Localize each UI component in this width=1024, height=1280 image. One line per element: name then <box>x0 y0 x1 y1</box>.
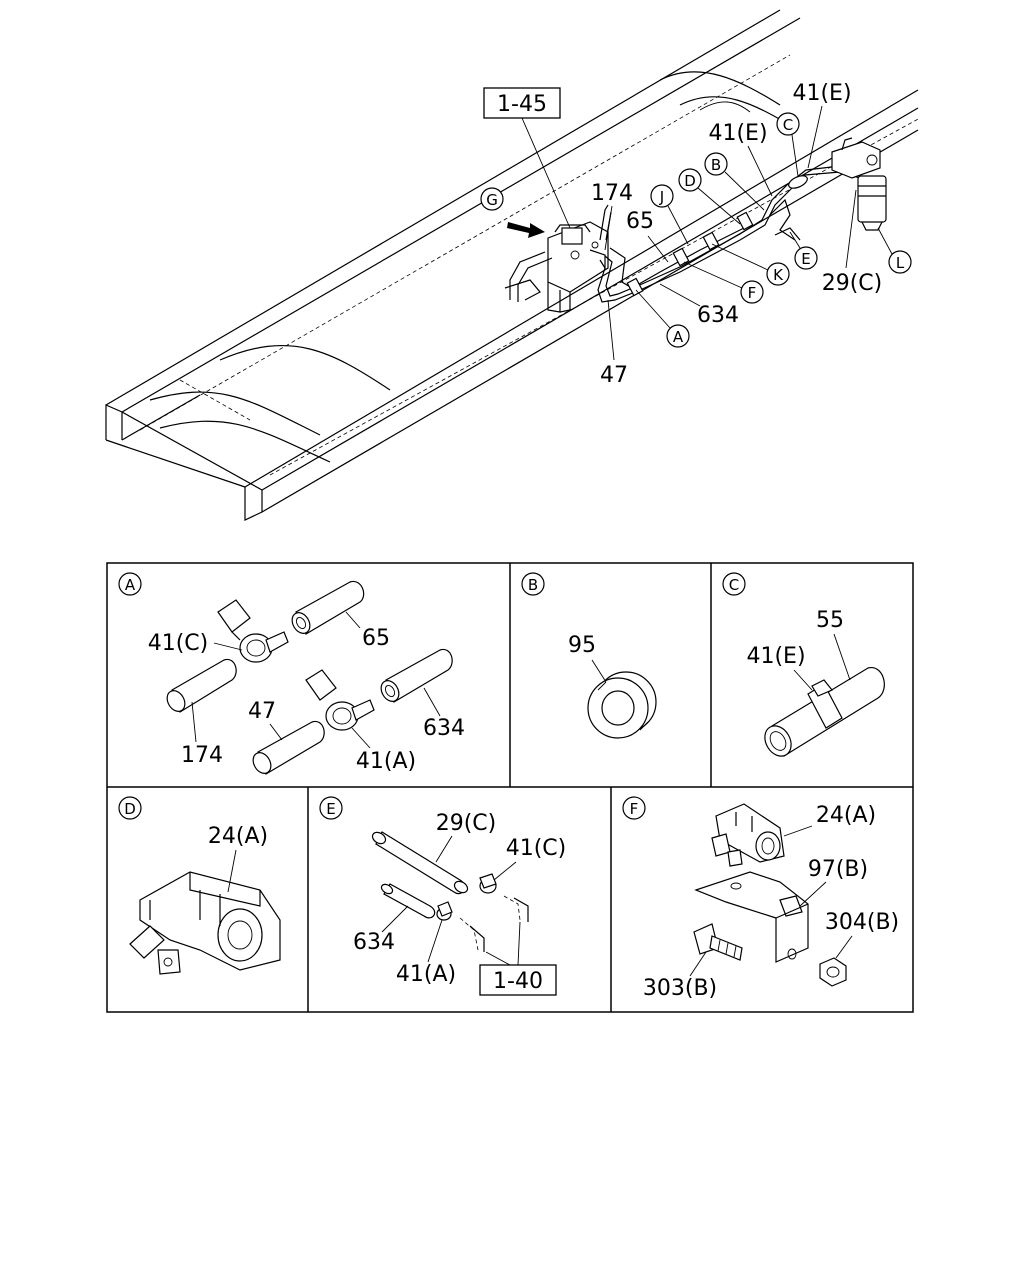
svg-text:C: C <box>783 116 793 134</box>
panel-F-letter: F <box>630 800 639 818</box>
detail-panels-frame <box>106 562 914 1013</box>
label-174: 174 <box>591 181 633 206</box>
label-47: 47 <box>600 363 628 388</box>
panel-F: F 24(A) 97(B) 304(B) <box>622 796 899 1001</box>
panel-E-label-41A: 41(A) <box>396 962 456 987</box>
callout-J: J <box>650 184 689 245</box>
panel-E-letter: E <box>326 800 335 818</box>
svg-text:B: B <box>711 156 721 174</box>
pump-bracket-assembly <box>504 221 609 313</box>
panel-D-letter: D <box>124 800 136 818</box>
label-41E-top: 41(E) <box>792 81 851 106</box>
nut-304B-drawing <box>819 957 847 987</box>
label-29C: 29(C) <box>822 271 883 296</box>
svg-text:E: E <box>801 250 810 268</box>
panel-C-label-41E: 41(E) <box>746 644 805 669</box>
fuel-filter <box>831 137 887 231</box>
panel-A-label-41A: 41(A) <box>356 749 416 774</box>
svg-text:G: G <box>486 191 498 209</box>
ref-box-1-45: 1-45 <box>483 87 571 229</box>
callout-F: F <box>683 261 764 304</box>
clamp-41E-drawing <box>807 679 843 729</box>
callout-G: G <box>480 187 504 211</box>
label-634: 634 <box>697 303 739 328</box>
svg-text:F: F <box>748 284 757 302</box>
panel-D-label-24A: 24(A) <box>208 824 268 849</box>
panel-E: E 29(C) 41(C) 634 41(A) <box>319 796 567 996</box>
chassis-frame <box>105 9 921 521</box>
panel-A-label-65: 65 <box>362 626 390 651</box>
panel-A-label-41C: 41(C) <box>148 631 209 656</box>
panel-D: D 24(A) <box>118 796 281 975</box>
panel-F-label-303B: 303(B) <box>643 976 717 1001</box>
connector-24A-F-drawing <box>711 803 785 867</box>
label-41E-mid: 41(E) <box>708 121 767 146</box>
callout-K: K <box>711 243 790 286</box>
svg-text:K: K <box>773 266 784 284</box>
hose-634-small-drawing <box>380 883 436 919</box>
panel-A-letter: A <box>125 576 136 594</box>
main-part-labels: 174 65 634 47 41(E) 41(E) 29(C) <box>591 81 882 388</box>
panel-B-label-95: 95 <box>568 633 596 658</box>
panel-E-label-634: 634 <box>353 930 395 955</box>
callout-L: L <box>877 227 912 274</box>
bolt-303B-drawing <box>693 923 743 961</box>
pipe-ends-drawing <box>459 895 529 952</box>
svg-text:A: A <box>673 328 684 346</box>
label-65: 65 <box>626 209 654 234</box>
panel-A-label-174: 174 <box>181 743 223 768</box>
fuel-lines <box>597 165 863 303</box>
svg-text:L: L <box>896 254 905 272</box>
clamp-41A-small-drawing <box>436 901 453 921</box>
callout-C: C <box>776 112 800 177</box>
panel-F-label-97B: 97(B) <box>808 857 868 882</box>
callout-E: E <box>789 231 818 270</box>
panel-A-label-634: 634 <box>423 716 465 741</box>
hose-29C-drawing <box>371 831 469 895</box>
ref-box-1-40: 1-40 <box>479 921 557 996</box>
connector-24A-drawing <box>129 871 281 975</box>
hose-174-drawing <box>166 658 237 713</box>
callout-A: A <box>635 289 690 348</box>
callout-B: B <box>704 152 765 211</box>
svg-text:J: J <box>659 188 664 206</box>
panel-C: C 55 41(E) <box>722 572 885 757</box>
clamp-41C-small-drawing <box>479 873 497 894</box>
panel-F-label-304B: 304(B) <box>825 910 899 935</box>
hose-65-drawing <box>291 580 365 635</box>
clamp-41A-drawing <box>305 669 375 731</box>
panel-A-label-47: 47 <box>248 699 276 724</box>
ref-1-45-label: 1-45 <box>497 92 547 117</box>
panel-C-letter: C <box>729 576 739 594</box>
panel-B: B 95 <box>521 572 657 739</box>
hose-47-drawing <box>252 720 325 775</box>
panel-E-label-29C: 29(C) <box>436 811 497 836</box>
clamp-41C-drawing <box>217 599 289 663</box>
panel-B-letter: B <box>528 576 538 594</box>
hose-634-drawing <box>380 648 453 703</box>
ref-1-40-label: 1-40 <box>493 969 543 994</box>
svg-text:D: D <box>684 172 696 190</box>
callout-D: D <box>678 168 741 225</box>
panel-E-label-41C: 41(C) <box>506 836 567 861</box>
panel-A: A <box>118 572 465 775</box>
grommet-95-drawing <box>587 671 657 739</box>
panel-F-label-24A: 24(A) <box>816 803 876 828</box>
bracket-97B-drawing <box>694 871 809 963</box>
panel-C-label-55: 55 <box>816 608 844 633</box>
